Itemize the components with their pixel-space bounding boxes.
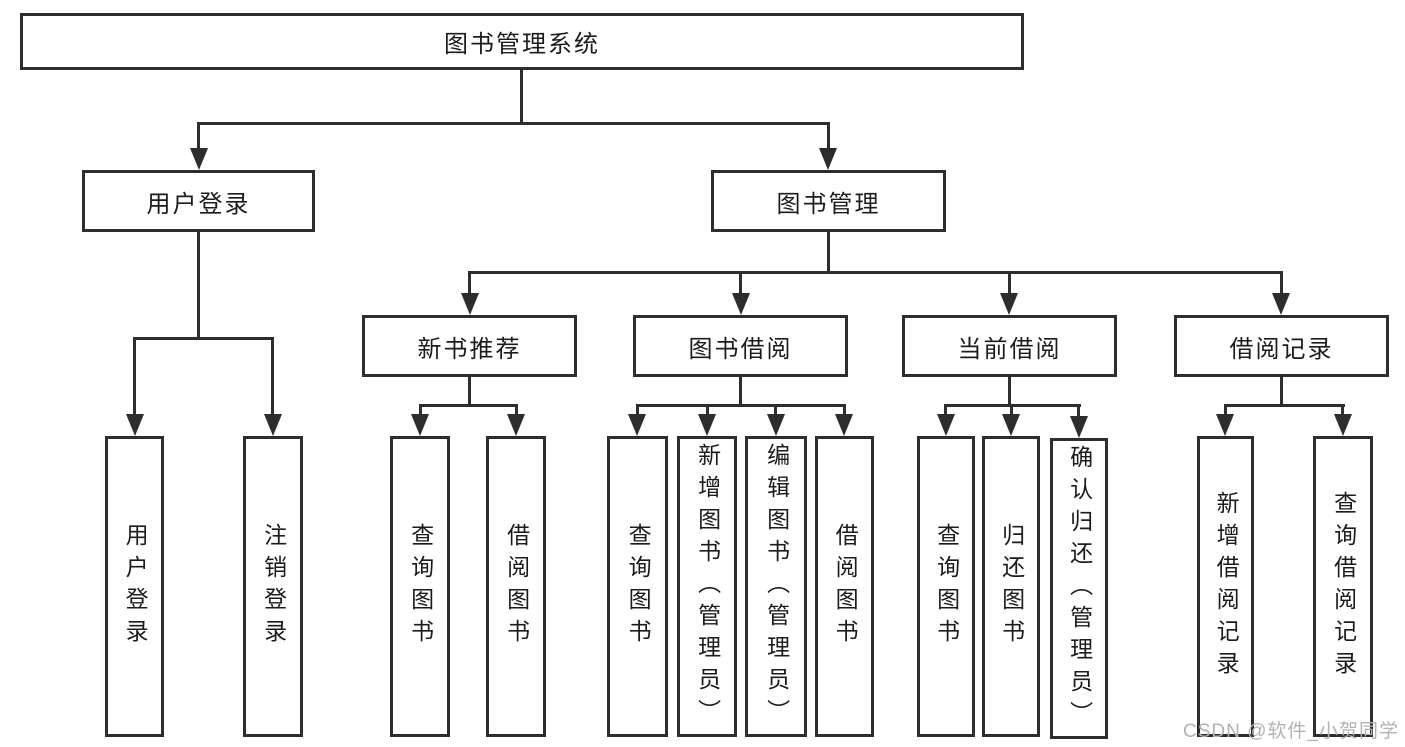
arrowhead-down-icon [507, 414, 525, 436]
node-user-login-module: 用户登录 [82, 170, 315, 232]
arrowhead-down-icon [732, 293, 750, 315]
leaf-borrow-borrow-book: 借阅图书 [815, 436, 874, 737]
connector-line [133, 337, 136, 417]
connector-line [739, 377, 742, 407]
leaf-borrow-add-book-admin: 新增图书（管理员） [677, 436, 737, 737]
connector-line [636, 404, 846, 407]
connector-line [468, 271, 1283, 274]
arrowhead-down-icon [264, 414, 282, 436]
connector-line [1077, 404, 1080, 417]
arrowhead-down-icon [698, 414, 716, 436]
arrowhead-down-icon [126, 414, 144, 436]
connector-line [1008, 377, 1011, 407]
arrowhead-down-icon [767, 414, 785, 436]
connector-line [197, 122, 200, 150]
node-library-management-system: 图书管理系统 [20, 13, 1024, 70]
connector-line [520, 70, 523, 124]
connector-line [197, 232, 200, 340]
connector-line [774, 404, 777, 417]
leaf-newbook-query-book: 查询图书 [390, 436, 450, 737]
leaf-current-confirm-return-admin: 确认归还（管理员） [1050, 438, 1108, 739]
leaf-record-query-borrow-record: 查询借阅记录 [1313, 436, 1373, 737]
connector-line [827, 232, 830, 274]
leaf-logout: 注销登录 [243, 436, 303, 737]
leaf-borrow-query-book: 查询图书 [607, 436, 668, 737]
arrowhead-down-icon [937, 414, 955, 436]
arrowhead-down-icon [1272, 293, 1290, 315]
node-book-borrow: 图书借阅 [633, 315, 848, 377]
connector-line [1224, 404, 1227, 417]
connector-line [944, 404, 947, 417]
leaf-current-return-book: 归还图书 [982, 436, 1040, 737]
connector-line [739, 271, 742, 296]
connector-line [1280, 271, 1283, 296]
node-current-borrow: 当前借阅 [902, 315, 1117, 377]
node-book-management-module: 图书管理 [711, 170, 946, 232]
leaf-newbook-borrow-book: 借阅图书 [486, 436, 546, 737]
arrowhead-down-icon [1000, 293, 1018, 315]
arrowhead-down-icon [1216, 414, 1234, 436]
arrowhead-down-icon [411, 414, 429, 436]
csdn-watermark: CSDN @软件_小贺同学 [1183, 721, 1399, 742]
leaf-record-add-borrow-record: 新增借阅记录 [1197, 436, 1254, 737]
arrowhead-down-icon [461, 293, 479, 315]
arrowhead-down-icon [1334, 414, 1352, 436]
connector-line [419, 404, 518, 407]
connector-line [843, 404, 846, 417]
connector-line [133, 337, 274, 340]
connector-line [1010, 404, 1013, 417]
connector-line [827, 122, 830, 150]
leaf-borrow-edit-book-admin: 编辑图书（管理员） [745, 436, 807, 737]
connector-line [1008, 271, 1011, 296]
connector-line [706, 404, 709, 417]
connector-line [1341, 404, 1344, 417]
connector-line [636, 404, 639, 417]
connector-line [1280, 377, 1283, 407]
arrowhead-down-icon [190, 148, 208, 170]
connector-line [419, 404, 422, 417]
arrowhead-down-icon [1070, 416, 1088, 438]
connector-line [197, 122, 830, 125]
connector-line [1224, 404, 1345, 407]
connector-line [468, 377, 471, 407]
node-new-book-recommend: 新书推荐 [362, 315, 577, 377]
connector-line [271, 337, 274, 417]
arrowhead-down-icon [835, 414, 853, 436]
connector-line [468, 271, 471, 296]
leaf-user-login: 用户登录 [105, 436, 164, 737]
arrowhead-down-icon [1002, 414, 1020, 436]
arrowhead-down-icon [819, 148, 837, 170]
leaf-current-query-book: 查询图书 [917, 436, 975, 737]
connector-line [515, 404, 518, 417]
node-borrow-record: 借阅记录 [1174, 315, 1389, 377]
arrowhead-down-icon [628, 414, 646, 436]
